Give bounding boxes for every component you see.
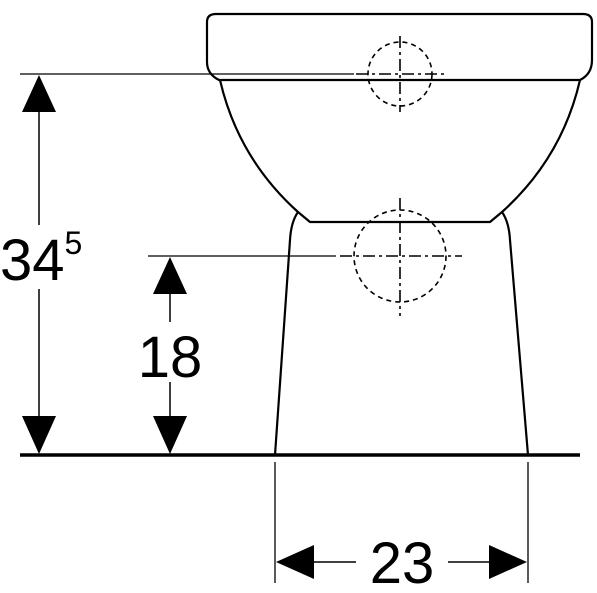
toilet-outline [205,12,594,456]
label-base-width: 23 [370,531,435,593]
arrowhead-down-total [22,416,56,454]
extension-lines [20,73,529,583]
arrowhead-up-total [22,75,56,112]
arrowhead-up-outlet [153,257,187,294]
label-total-height: 345 [0,225,82,293]
dimension-base-width: 23 [276,530,527,593]
dimension-total-height: 345 [0,75,108,454]
inlet-circle [367,41,433,107]
pedestal-right [501,211,530,456]
arrowhead-left-width [276,545,314,579]
pedestal-left [273,211,299,456]
inlet-connection [356,36,444,112]
dimension-outlet-height: 18 [132,257,210,454]
arrowhead-down-outlet [153,416,187,454]
outlet-connection [340,198,462,316]
arrowhead-right-width [489,545,527,579]
label-outlet-height: 18 [138,325,203,390]
